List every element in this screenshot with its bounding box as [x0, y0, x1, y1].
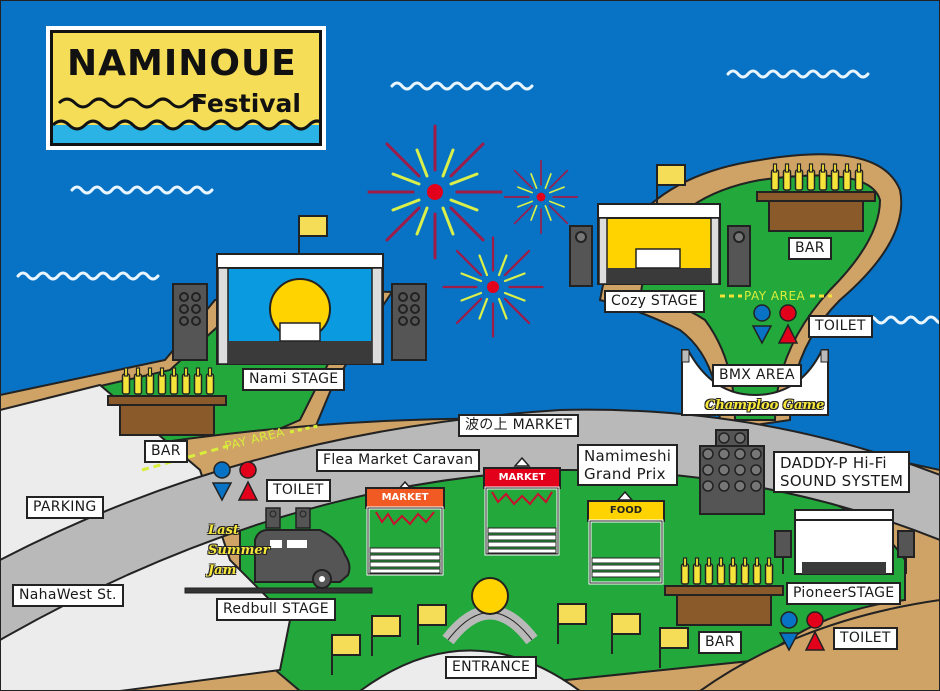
market-red-tag[interactable]: MARKET [498, 472, 546, 483]
market-orange-tag[interactable]: MARKET [381, 492, 429, 503]
naha-west-st-label[interactable]: NahaWest St. [12, 584, 124, 607]
cozy-stage-label[interactable]: Cozy STAGE [604, 290, 705, 313]
nami-stage-label[interactable]: Nami STAGE [242, 368, 346, 391]
namimeshi-label[interactable]: Namimeshi Grand Prix [577, 444, 679, 486]
champloo-game-label[interactable]: Champloo Game [705, 398, 825, 413]
redbull-stage-label[interactable]: Redbull STAGE [216, 598, 336, 621]
festival-logo: NAMINOUE Festival [46, 26, 326, 150]
pay-area-right: PAY AREA [744, 289, 806, 303]
logo-title: NAMINOUE [67, 43, 297, 84]
toilet-right-label[interactable]: TOILET [808, 315, 873, 338]
bar-top-right-label[interactable]: BAR [788, 237, 832, 260]
food-tag[interactable]: FOOD [609, 505, 643, 516]
bar-left-label[interactable]: BAR [144, 440, 188, 463]
flea-market-label[interactable]: Flea Market Caravan [316, 449, 481, 472]
bar-bottom-label[interactable]: BAR [698, 631, 742, 654]
entrance-label[interactable]: ENTRANCE [445, 656, 538, 679]
toilet-left-label[interactable]: TOILET [266, 479, 331, 502]
parking-label[interactable]: PARKING [26, 496, 104, 519]
last-summer-jam-label[interactable]: Last Summer Jam [208, 523, 270, 578]
bmx-area-label[interactable]: BMX AREA [712, 364, 802, 387]
pioneer-stage-label[interactable]: PioneerSTAGE [786, 582, 902, 605]
daddy-p-label[interactable]: DADDY-P Hi-Fi SOUND SYSTEM [773, 451, 911, 493]
logo-subtitle: Festival [190, 89, 301, 118]
toilet-bottom-label[interactable]: TOILET [833, 627, 898, 650]
logo-wave-icon [53, 97, 319, 143]
naminoue-market-label[interactable]: 波の上 MARKET [458, 414, 580, 437]
